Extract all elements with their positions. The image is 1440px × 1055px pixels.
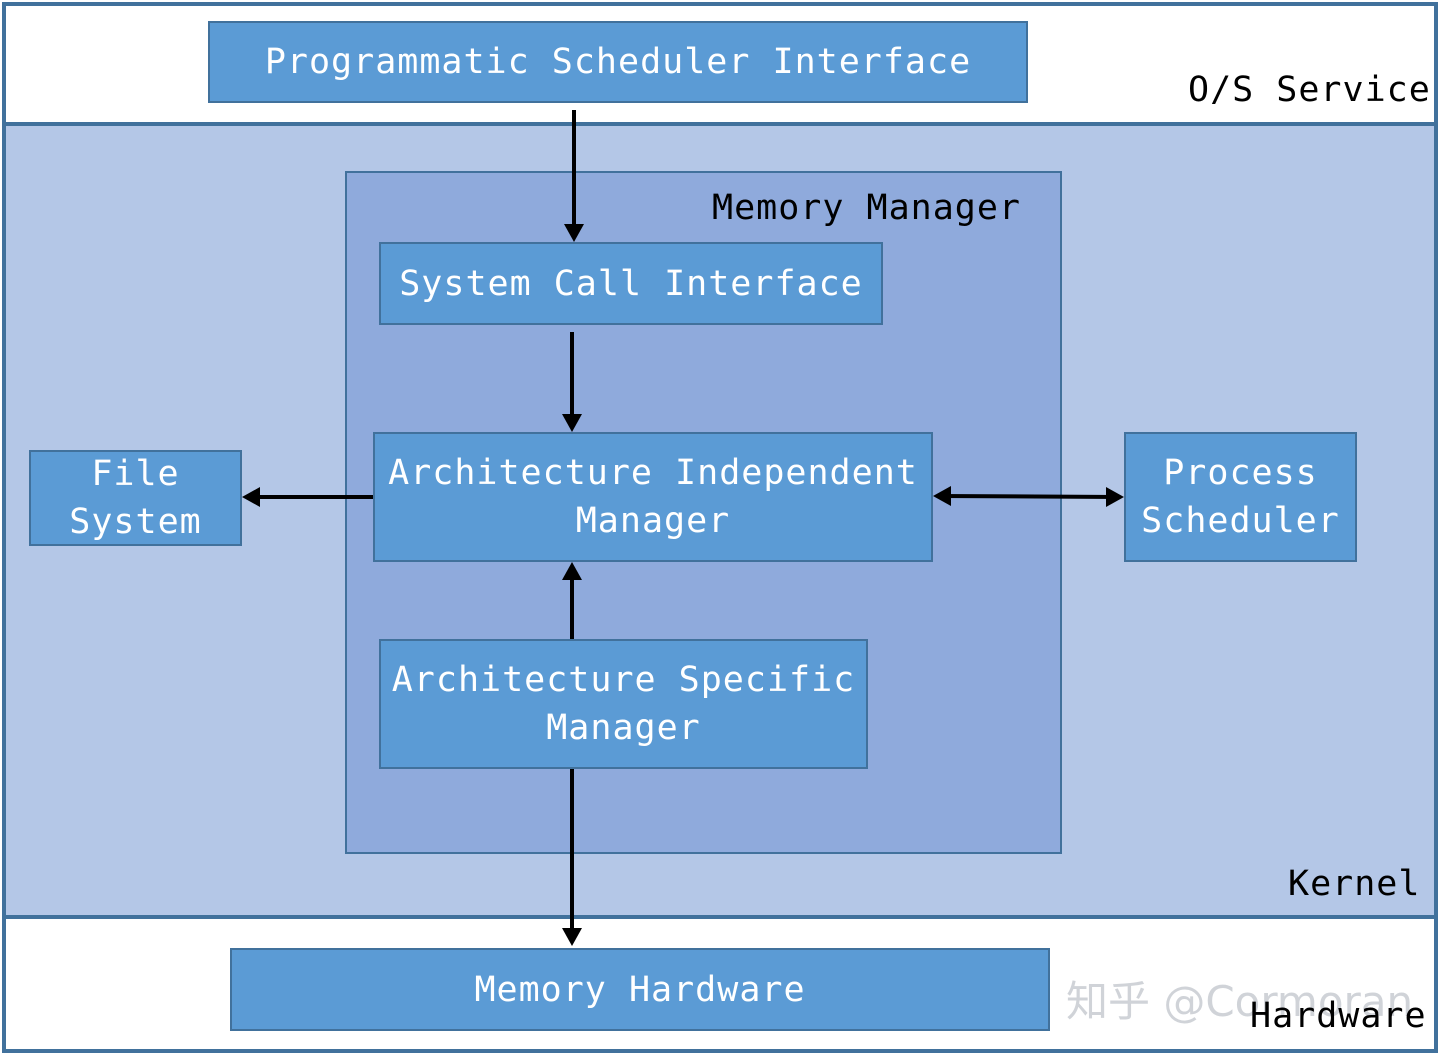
watermark: 知乎 @Cormoran <box>1066 977 1414 1026</box>
memory-hardware-box: Memory Hardware <box>230 948 1050 1031</box>
process-scheduler-line1: Process <box>1163 453 1318 493</box>
architecture-specific-manager-box: Architecture Specific Manager <box>379 639 868 769</box>
file-system-line1: File <box>91 454 180 494</box>
arrow-aim-process-scheduler <box>938 494 1119 499</box>
kernel-label: Kernel <box>1288 864 1421 904</box>
hardware-label: Hardware <box>1250 996 1427 1036</box>
memory-manager-title: Memory Manager <box>712 188 1022 228</box>
process-scheduler-line2: Scheduler <box>1141 501 1340 541</box>
system-call-interface-box: System Call Interface <box>379 242 883 325</box>
arrowhead-sci-top <box>564 224 584 242</box>
architecture-specific-manager-line2: Manager <box>546 708 701 748</box>
memory-hardware-label: Memory Hardware <box>474 969 806 1010</box>
os-service-label: O/S Service <box>1188 70 1431 110</box>
architecture-independent-manager-line2: Manager <box>575 501 731 541</box>
file-system-box: File System <box>29 450 242 546</box>
arrowhead-aim-top <box>562 414 582 432</box>
programmatic-scheduler-interface-box: Programmatic Scheduler Interface <box>208 21 1028 103</box>
system-call-interface-label: System Call Interface <box>399 263 863 304</box>
architecture-independent-manager-box: Architecture Independent Manager <box>373 432 933 562</box>
arrowhead-process-scheduler <box>1106 487 1124 507</box>
arrowhead-aim-right <box>933 486 951 506</box>
arrowhead-memory-hardware <box>562 928 582 946</box>
arrowhead-aim-bottom <box>562 562 582 580</box>
architecture-specific-manager-line1: Architecture Specific <box>391 660 856 700</box>
programmatic-scheduler-interface-label: Programmatic Scheduler Interface <box>264 42 972 82</box>
architecture-independent-manager-line1: Architecture Independent <box>388 453 918 493</box>
file-system-line2: System <box>69 502 202 542</box>
arrowhead-file-system <box>242 487 260 507</box>
process-scheduler-box: Process Scheduler <box>1124 432 1357 562</box>
